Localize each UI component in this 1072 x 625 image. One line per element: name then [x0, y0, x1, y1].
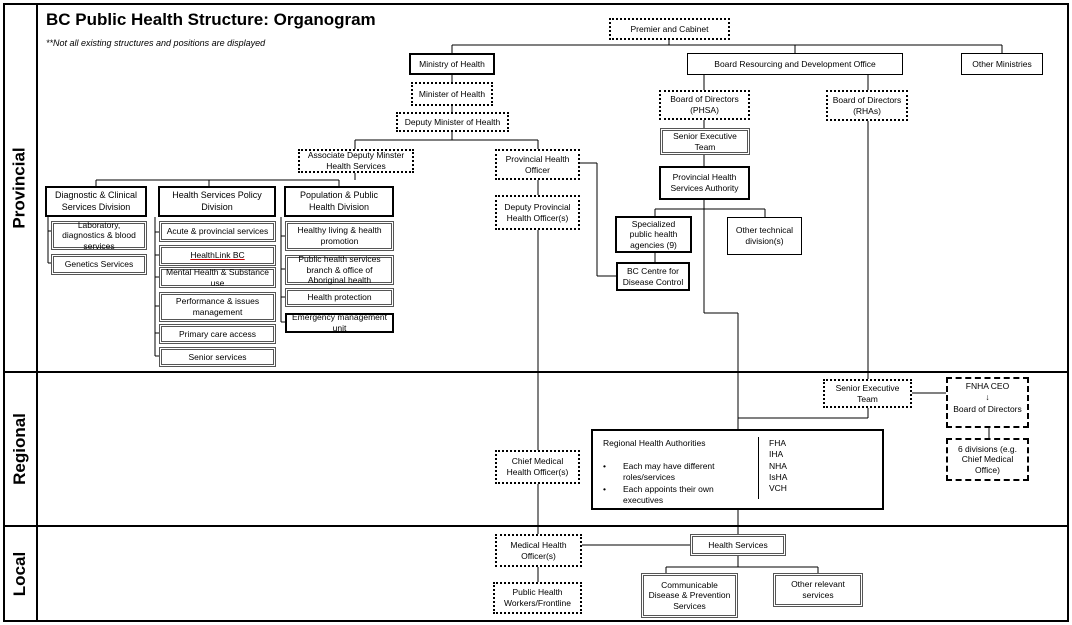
board-resourcing-office-box: Board Resourcing and Development Office	[687, 53, 903, 75]
fnha-box: FNHA CEO ↓ Board of Directors	[946, 377, 1029, 428]
regional-health-authorities-box: Regional Health Authorities Each may hav…	[591, 429, 884, 510]
rha-code: VCH	[769, 483, 787, 494]
division-item: Healthy living & health promotion	[285, 221, 394, 251]
list-item: Each may have different roles/services	[601, 461, 751, 483]
fnha-board: Board of Directors	[953, 403, 1022, 414]
specialized-agencies-box: Specialized public health agencies (9)	[615, 216, 692, 253]
rha-code: FHA	[769, 438, 786, 448]
rha-title: Regional Health Authorities	[603, 438, 706, 448]
public-health-workers-box: Public Health Workers/Frontline	[493, 582, 582, 614]
down-arrow-icon: ↓	[985, 392, 990, 403]
cdps-box: Communicable Disease & Prevention Servic…	[641, 573, 738, 618]
rha-code: IsHA	[769, 471, 788, 482]
other-ministries-box: Other Ministries	[961, 53, 1043, 75]
medical-health-officer-box: Medical Health Officer(s)	[495, 534, 582, 567]
minister-of-health-box: Minister of Health	[411, 82, 493, 106]
associate-deputy-minister-box: Associate Deputy Minster Health Services	[298, 149, 414, 173]
chief-mho-box: Chief Medical Health Officer(s)	[495, 450, 580, 484]
disclaimer-note: **Not all existing structures and positi…	[46, 38, 266, 48]
fnha-ceo: FNHA CEO	[965, 381, 1010, 391]
division-item: Genetics Services	[51, 254, 147, 275]
other-technical-box: Other technical division(s)	[727, 217, 802, 255]
rha-bullets: Each may have different roles/services E…	[601, 461, 751, 507]
policy-division-box: Health Services Policy Division	[158, 186, 276, 217]
deputy-minister-box: Deputy Minister of Health	[396, 112, 509, 132]
board-phsa-box: Board of Directors (PHSA)	[659, 90, 750, 120]
rha-codes: FHA IHA NHA IsHA VCH	[769, 438, 787, 494]
list-item: Each appoints their own executives	[601, 484, 751, 506]
other-services-box: Other relevant services	[773, 573, 863, 607]
page-title: BC Public Health Structure: Organogram	[46, 10, 376, 29]
health-services-box: Health Services	[690, 534, 786, 556]
division-item: HealthLink BC	[159, 245, 276, 266]
rha-code: NHA	[769, 460, 787, 471]
division-item: Mental Health & Substance use	[159, 267, 276, 288]
provincial-regional-divider	[4, 371, 1068, 373]
division-item: Acute & provincial services	[159, 221, 276, 242]
deputy-pho-box: Deputy Provincial Health Officer(s)	[495, 195, 580, 230]
division-item: Primary care access	[159, 324, 276, 344]
phsa-box: Provincial Health Services Authority	[659, 166, 750, 200]
board-rha-box: Board of Directors (RHAs)	[826, 90, 908, 121]
population-division-box: Population & Public Health Division	[284, 186, 394, 217]
provincial-health-officer-box: Provincial Health Officer	[495, 149, 580, 180]
diagnostic-division-box: Diagnostic & Clinical Services Division	[45, 186, 147, 217]
division-item: Emergency management unit	[285, 312, 394, 333]
division-item: Public health services branch & office o…	[285, 254, 394, 285]
regional-local-divider	[4, 525, 1068, 527]
division-item: Laboratory, diagnostics & blood services	[51, 220, 147, 251]
organogram-frame	[3, 3, 1069, 622]
bccdc-box: BC Centre for Disease Control	[616, 262, 690, 291]
rha-code: IHA	[769, 449, 784, 460]
premier-cabinet-box: Premier and Cabinet	[609, 18, 730, 40]
regional-senior-exec-box: Senior Executive Team	[823, 379, 912, 408]
rha-divider	[758, 437, 759, 499]
division-item: Health protection	[285, 288, 394, 307]
band-label-divider	[36, 4, 38, 621]
fnha-divisions-box: 6 divisions (e.g. Chief Medical Office)	[946, 438, 1029, 481]
division-item: Performance & issues management	[159, 292, 276, 322]
ministry-of-health-box: Ministry of Health	[409, 53, 495, 75]
phsa-senior-exec-box: Senior Executive Team	[660, 128, 750, 155]
division-item: Senior services	[159, 347, 276, 367]
